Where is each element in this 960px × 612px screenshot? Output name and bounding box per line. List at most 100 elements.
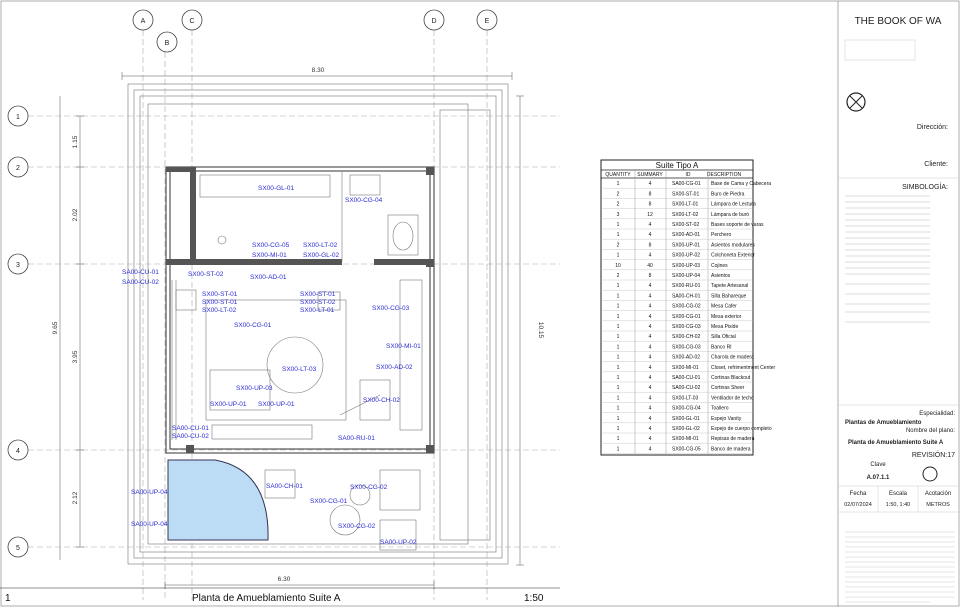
tag: SX00-GL-02: [303, 252, 340, 259]
grid-bubble-a: [132, 9, 154, 31]
schedule-cell: Cortinas Blackout: [711, 375, 751, 381]
schedule-cell: Silla Oficial: [711, 334, 736, 340]
wall-solid: [166, 259, 342, 265]
grid-bubble-4: [7, 439, 29, 461]
schedule-cell: 4: [649, 365, 652, 371]
schedule-cell: 1: [617, 293, 620, 299]
schedule-cell: 4: [649, 426, 652, 432]
grid-lines: [28, 30, 560, 600]
dim-left-seg-3: 3.95: [72, 350, 79, 363]
schedule-cell: Espejo de cuerpo completo: [711, 426, 772, 432]
grid-label-2: 2: [16, 165, 20, 172]
schedule-cell: SA00-CG-01: [672, 181, 701, 187]
schedule-cell: SX00-GL-01: [672, 416, 700, 422]
schedule-cell: 8: [649, 202, 652, 208]
tag: SX00-ST-01: [202, 299, 238, 306]
schedule-cell: 1: [617, 406, 620, 412]
tag: SA00-CU-02: [172, 433, 209, 440]
grid-bubble-e: [476, 9, 498, 31]
schedule-cell: SX00-CG-03: [672, 344, 701, 350]
schedule-cell: Colchoneta Exterior: [711, 253, 755, 259]
schedule-cell: 1: [617, 355, 620, 361]
simbologia-label: SIMBOLOGÍA:: [902, 182, 948, 191]
schedule-cell: 8: [649, 273, 652, 279]
tag: SA00-CU-01: [122, 269, 159, 276]
schedule-cell: Lámpara de Lectura: [711, 202, 756, 208]
grid-label-c: C: [189, 18, 194, 25]
schedule-header-description: DESCRIPTION: [707, 172, 742, 178]
tag: SX00-CG-05: [252, 242, 290, 249]
schedule-cell: 8: [649, 242, 652, 248]
schedule-cell: 1: [617, 181, 620, 187]
nombre-label: Nombre del plano:: [906, 428, 955, 434]
schedule-cell: 4: [649, 293, 652, 299]
schedule-cell: 1: [617, 232, 620, 238]
tag: SX00-LT-02: [202, 307, 237, 314]
tag: SX00-CG-01: [310, 498, 348, 505]
schedule-cell: SX00-GL-02: [672, 426, 700, 432]
fecha-label: Fecha: [850, 491, 867, 497]
furniture-schedule: Suite Tipo A QUANTITY SUMMARY ID DESCRIP…: [600, 159, 776, 456]
escala-label: Escala: [889, 491, 908, 497]
tag: SX00-MI-01: [252, 252, 287, 259]
grid-bubble-1: [7, 105, 29, 127]
schedule-cell: 4: [649, 406, 652, 412]
schedule-cell: 1: [617, 304, 620, 310]
schedule-cell: SX00-CG-02: [672, 304, 701, 310]
schedule-cell: SX00-CG-04: [672, 406, 701, 412]
schedule-cell: SA00-CU-02: [672, 385, 701, 391]
schedule-header-id: ID: [686, 172, 691, 178]
schedule-cell: SA00-CH-01: [672, 293, 701, 299]
grid-bubble-3: [7, 253, 29, 275]
tag: SA00-CU-02: [122, 279, 159, 286]
schedule-cell: SX00-AD-01: [672, 232, 700, 238]
schedule-cell: Ventilador de techo: [711, 395, 754, 401]
dimension-lines: [59, 72, 524, 589]
schedule-cell: SX00-UP-02: [672, 253, 700, 259]
tag: SX00-UP-03: [236, 385, 273, 392]
wall-solid: [166, 167, 196, 172]
tag: SX00-LT-01: [300, 307, 335, 314]
grid-label-3: 3: [16, 262, 20, 269]
tag: SX00-LT-02: [303, 242, 338, 249]
schedule-cell: Tapete Artesanal: [711, 283, 748, 289]
grid-label-1: 1: [16, 114, 20, 121]
schedule-cell: Asientos: [711, 273, 731, 279]
schedule-cell: 4: [649, 446, 652, 452]
column: [186, 445, 194, 453]
schedule-cell: 4: [649, 355, 652, 361]
schedule-cell: Cortinas Sheer: [711, 385, 745, 391]
grid-bubble-d: [423, 9, 445, 31]
tag: SX00-UP-01: [258, 401, 295, 408]
schedule-cell: Banco de madera: [711, 446, 751, 452]
grid-bubble-5: [7, 536, 29, 558]
schedule-cell: Toallero: [711, 406, 729, 412]
schedule-cell: 1: [617, 334, 620, 340]
tag: SX00-CG-01: [234, 322, 272, 329]
schedule-cell: SX00-LT-03: [672, 395, 699, 401]
legend-lines: [845, 195, 930, 323]
grid-label-b: B: [165, 40, 170, 47]
clave-label: Clave: [870, 462, 886, 468]
schedule-title: Suite Tipo A: [656, 161, 699, 170]
grid-label-5: 5: [16, 545, 20, 552]
schedule-cell: 40: [647, 263, 653, 269]
north-arrow-icon: [922, 466, 938, 482]
schedule-cell: SX00-CG-03: [672, 324, 701, 330]
schedule-cell: 1: [617, 385, 620, 391]
schedule-cell: 1: [617, 395, 620, 401]
schedule-cell: SA00-CU-01: [672, 375, 701, 381]
tag: SA00-RU-01: [338, 435, 375, 442]
schedule-cell: Mesa Cafer: [711, 304, 737, 310]
schedule-cell: Charola de madera: [711, 355, 754, 361]
escala-value: 1:50, 1:40: [886, 502, 910, 508]
schedule-cell: 10: [615, 263, 621, 269]
schedule-cell: 4: [649, 375, 652, 381]
schedule-cell: 2: [617, 202, 620, 208]
schedule-cell: SX00-RU-01: [672, 283, 701, 289]
schedule-cell: 4: [649, 181, 652, 187]
dim-right: 10.15: [537, 322, 544, 339]
schedule-cell: SX00-CG-01: [672, 314, 701, 320]
